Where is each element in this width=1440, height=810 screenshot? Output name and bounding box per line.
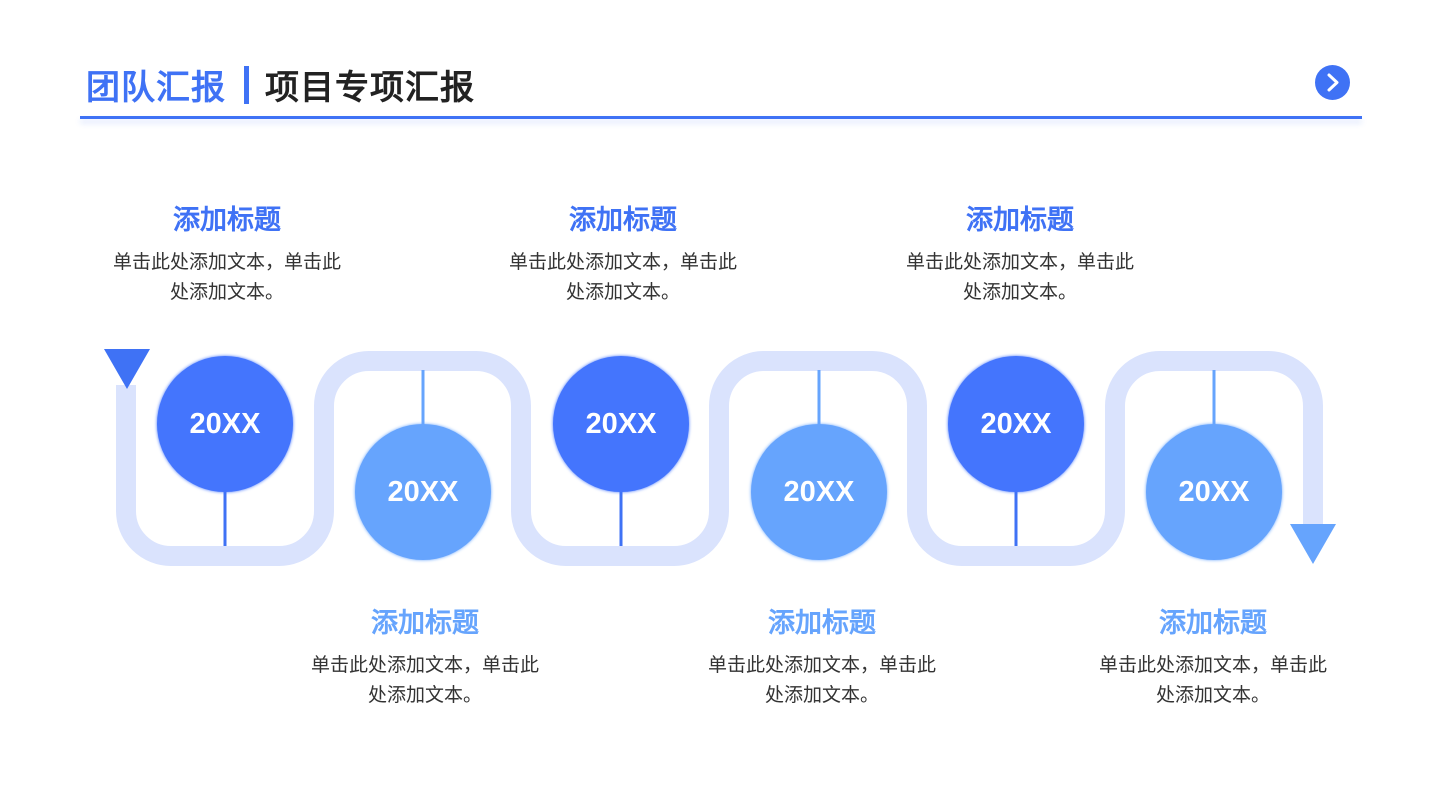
page-title: 项目专项汇报 (265, 68, 475, 108)
milestone-title: 添加标题 (1159, 608, 1267, 639)
milestone-text: 单击此处添加文本，单击此处添加文本。 (707, 654, 936, 706)
milestone-title: 添加标题 (768, 608, 876, 639)
header-divider (80, 116, 1362, 119)
title-separator (244, 65, 249, 104)
end-arrow-icon (1290, 524, 1336, 564)
page-header: 团队汇报 项目专项汇报 (86, 60, 475, 109)
milestone-text: 单击此处添加文本，单击此处添加文本。 (112, 251, 341, 303)
milestone-year-1: 20XX (157, 356, 293, 492)
milestone-2: 添加标题单击此处添加文本，单击此处添加文本。 (295, 601, 555, 710)
milestone-text: 单击此处添加文本，单击此处添加文本。 (905, 251, 1134, 303)
milestone-year-4: 20XX (751, 424, 887, 560)
milestone-6: 添加标题单击此处添加文本，单击此处添加文本。 (1083, 601, 1343, 710)
milestone-text: 单击此处添加文本，单击此处添加文本。 (1098, 654, 1327, 706)
milestone-3: 添加标题单击此处添加文本，单击此处添加文本。 (493, 198, 753, 307)
milestone-4: 添加标题单击此处添加文本，单击此处添加文本。 (692, 601, 952, 710)
milestone-title: 添加标题 (966, 205, 1074, 236)
milestone-5: 添加标题单击此处添加文本，单击此处添加文本。 (890, 198, 1150, 307)
milestone-year-2: 20XX (355, 424, 491, 560)
chevron-right-icon (1327, 73, 1339, 92)
milestone-year-6: 20XX (1146, 424, 1282, 560)
milestone-title: 添加标题 (173, 205, 281, 236)
milestone-year-5: 20XX (948, 356, 1084, 492)
milestone-title: 添加标题 (371, 608, 479, 639)
milestone-title: 添加标题 (569, 205, 677, 236)
milestone-text: 单击此处添加文本，单击此处添加文本。 (508, 251, 737, 303)
next-button[interactable] (1315, 65, 1350, 100)
section-title: 团队汇报 (86, 68, 226, 108)
start-arrow-icon (104, 349, 150, 389)
milestone-1: 添加标题单击此处添加文本，单击此处添加文本。 (97, 198, 357, 307)
milestone-text: 单击此处添加文本，单击此处添加文本。 (310, 654, 539, 706)
milestone-year-3: 20XX (553, 356, 689, 492)
